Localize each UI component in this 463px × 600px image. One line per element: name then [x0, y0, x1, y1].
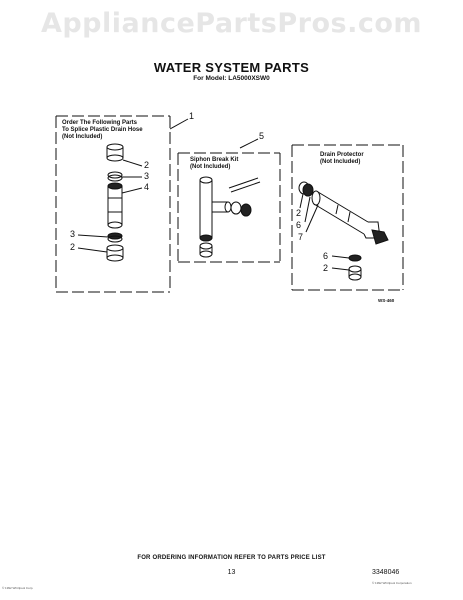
- ordering-footer: FOR ORDERING INFORMATION REFER TO PARTS …: [137, 555, 326, 561]
- protector-coupling: [348, 254, 362, 281]
- clamp-ring-top: [107, 171, 123, 182]
- page-number: 13: [227, 569, 236, 576]
- callout-2-top: 2: [144, 160, 150, 170]
- callout-3-top: 3: [144, 171, 150, 181]
- coupling-bottom: [106, 244, 124, 262]
- callout-2-bottom: 2: [70, 242, 76, 252]
- siphon-tube: [228, 177, 261, 193]
- coupling-top: [106, 143, 124, 162]
- callout-5: 5: [259, 131, 265, 141]
- siphon-break-label-line1: Siphon Break Kit: [190, 157, 239, 163]
- siphon-break-box: [177, 152, 281, 263]
- protector-clamp: [371, 229, 389, 245]
- callout-4: 4: [144, 182, 150, 192]
- page-title: WATER SYSTEM PARTS: [153, 60, 310, 75]
- siphon-break-label-line2: (Not Included): [190, 164, 231, 170]
- drain-hose-box: [55, 115, 171, 293]
- drain-hose-label-line2: To Splice Plastic Drain Hose: [62, 127, 143, 133]
- copyright-left: © 1992 Whirlpool Corp.: [2, 586, 34, 590]
- model-subtitle: For Model: LA5000XSW0: [193, 75, 270, 82]
- document-number: 3348046: [372, 569, 400, 576]
- callout-2-lower: 2: [323, 263, 329, 273]
- drain-protector-label-line2: (Not Included): [320, 159, 361, 165]
- callout-6-lower: 6: [323, 251, 329, 261]
- protector-rings: [298, 181, 314, 197]
- callout-1: 1: [189, 111, 195, 121]
- callout-3-bottom: 3: [70, 229, 76, 239]
- siphon-coupling: [199, 242, 213, 258]
- callout-6-upper: 6: [296, 220, 302, 230]
- drain-protector-label-line1: Drain Protector: [320, 152, 364, 158]
- drain-hose-label-line3: (Not Included): [62, 134, 103, 140]
- drain-protector-box-label: Drain Protector (Not Included): [320, 152, 364, 166]
- siphon-tee: [199, 176, 232, 242]
- copyright-right: © 1992 Whirlpool Corporation: [372, 581, 412, 585]
- connector-tube: [107, 182, 123, 229]
- protector-body: [311, 190, 381, 239]
- drain-hose-label-line1: Order The Following Parts: [62, 120, 138, 126]
- callout-7: 7: [298, 232, 304, 242]
- site-watermark: AppliancePartsPros.com: [40, 8, 423, 39]
- siphon-clamp: [230, 201, 252, 217]
- drain-protector-box: [291, 144, 404, 291]
- diagram-code: WS-460: [378, 298, 395, 303]
- siphon-break-box-label: Siphon Break Kit (Not Included): [190, 157, 238, 171]
- clamp-ring-bottom: [107, 232, 123, 243]
- callout-2-protector: 2: [296, 208, 302, 218]
- drain-hose-box-label: Order The Following Parts To Splice Plas…: [62, 120, 143, 141]
